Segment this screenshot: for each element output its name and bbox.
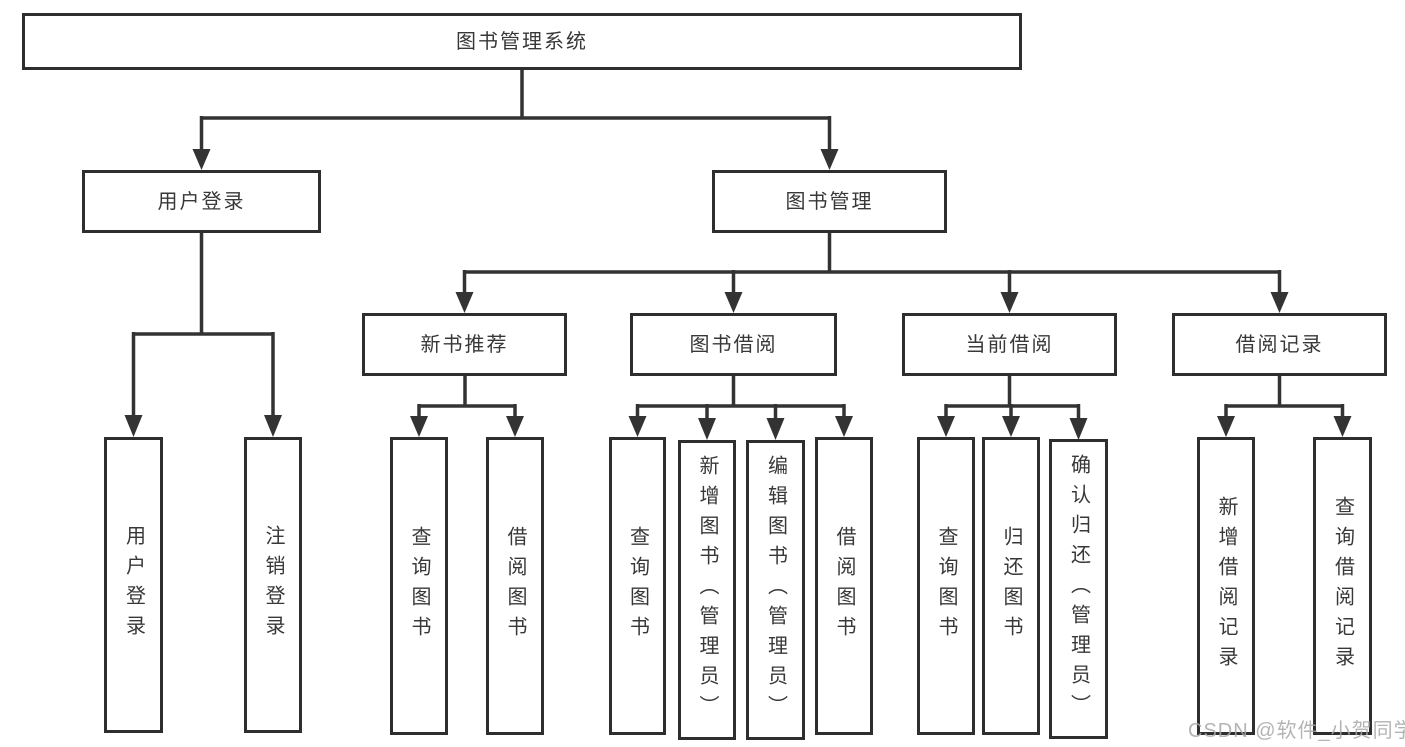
node-book-borrow: 图书借阅 bbox=[630, 313, 837, 376]
node-user-login-label: 用户登录 bbox=[157, 190, 246, 213]
leaf-borrow-query-books: 查询图书 bbox=[609, 437, 666, 735]
leaf-newbook-borrow-books: 借阅图书 bbox=[486, 437, 544, 735]
leaf-logout-label: 注销登录 bbox=[262, 525, 284, 645]
node-root-label: 图书管理系统 bbox=[456, 30, 588, 53]
leaf-borrow-add-books-admin: 新增图书（管理员） bbox=[678, 440, 736, 740]
leaf-borrow-edit-books-admin: 编辑图书（管理员） bbox=[746, 440, 805, 740]
leaf-records-add-record-label: 新增借阅记录 bbox=[1215, 496, 1237, 676]
node-user-login: 用户登录 bbox=[82, 170, 321, 233]
leaf-current-return-books: 归还图书 bbox=[982, 437, 1040, 735]
leaf-current-return-books-label: 归还图书 bbox=[1000, 526, 1022, 646]
leaf-current-confirm-return-admin-label: 确认归还（管理员） bbox=[1067, 454, 1090, 724]
node-current-borrow: 当前借阅 bbox=[902, 313, 1117, 376]
leaf-user-login-label: 用户登录 bbox=[122, 525, 145, 645]
node-book-management-label: 图书管理 bbox=[785, 190, 874, 213]
node-new-book-recommend: 新书推荐 bbox=[362, 313, 567, 376]
node-new-book-recommend-label: 新书推荐 bbox=[420, 333, 509, 356]
leaf-newbook-borrow-books-label: 借阅图书 bbox=[504, 526, 526, 646]
node-book-borrow-label: 图书借阅 bbox=[689, 333, 778, 356]
leaf-user-login: 用户登录 bbox=[104, 437, 163, 733]
node-book-management: 图书管理 bbox=[712, 170, 947, 233]
leaf-borrow-edit-books-admin-label: 编辑图书（管理员） bbox=[764, 455, 787, 725]
node-root: 图书管理系统 bbox=[22, 13, 1022, 70]
leaf-logout: 注销登录 bbox=[244, 437, 302, 733]
leaf-records-query-record-label: 查询借阅记录 bbox=[1331, 496, 1354, 676]
leaf-borrow-query-books-label: 查询图书 bbox=[626, 526, 649, 646]
leaf-newbook-query-books-label: 查询图书 bbox=[408, 526, 430, 646]
leaf-current-query-books-label: 查询图书 bbox=[935, 526, 957, 646]
node-borrow-records: 借阅记录 bbox=[1172, 313, 1387, 376]
leaf-borrow-borrow-books: 借阅图书 bbox=[815, 437, 873, 735]
leaf-newbook-query-books: 查询图书 bbox=[390, 437, 448, 735]
node-current-borrow-label: 当前借阅 bbox=[965, 333, 1054, 356]
leaf-current-query-books: 查询图书 bbox=[917, 437, 975, 735]
leaf-current-confirm-return-admin: 确认归还（管理员） bbox=[1049, 439, 1108, 739]
node-borrow-records-label: 借阅记录 bbox=[1235, 333, 1324, 356]
leaf-records-query-record: 查询借阅记录 bbox=[1313, 437, 1372, 735]
leaf-borrow-borrow-books-label: 借阅图书 bbox=[833, 526, 855, 646]
leaf-borrow-add-books-admin-label: 新增图书（管理员） bbox=[696, 455, 718, 725]
leaf-records-add-record: 新增借阅记录 bbox=[1197, 437, 1255, 735]
csdn-watermark: CSDN @软件_小贺同学 bbox=[1188, 720, 1405, 742]
